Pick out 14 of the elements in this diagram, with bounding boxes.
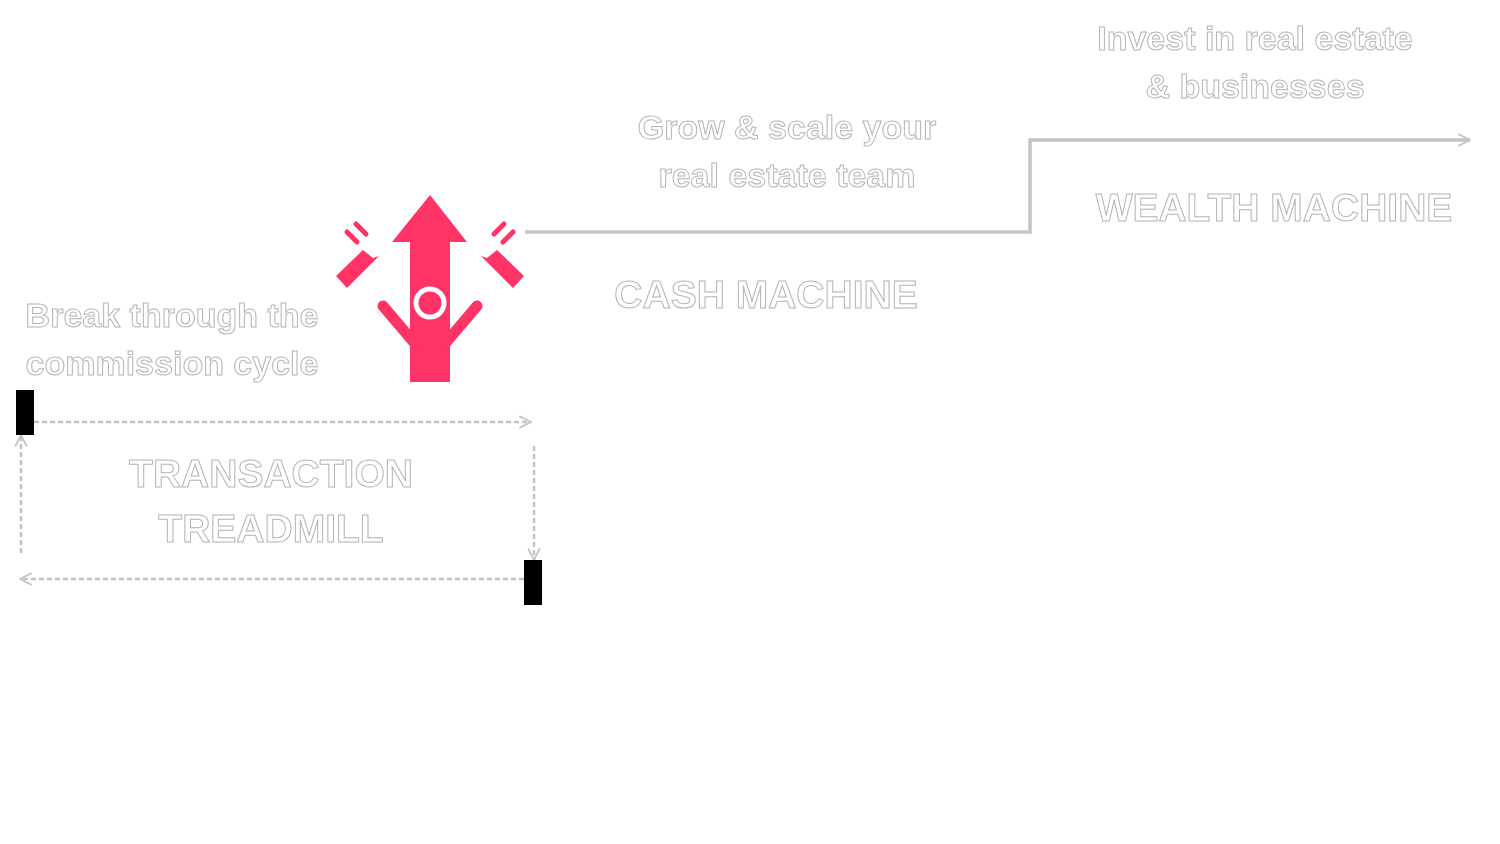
step-caption: Grow & scale your real estate team — [636, 107, 938, 196]
dashed-arrow — [19, 572, 524, 586]
dashed-arrow — [34, 415, 532, 429]
dashed-arrow — [14, 434, 28, 553]
dashed-arrow — [527, 446, 541, 561]
stage-title: TRANSACTION TREADMILL — [128, 451, 414, 552]
block-marker — [16, 390, 34, 435]
stage-title: CASH MACHINE — [613, 272, 919, 318]
step-caption: Break through the commission cycle — [24, 295, 320, 385]
step-caption: Invest in real estate & businesses — [1096, 18, 1414, 107]
step-arrow — [525, 133, 1471, 234]
stage-title: WEALTH MACHINE — [1094, 185, 1454, 231]
block-marker — [524, 560, 542, 605]
person-up-arrow-icon — [335, 194, 525, 384]
